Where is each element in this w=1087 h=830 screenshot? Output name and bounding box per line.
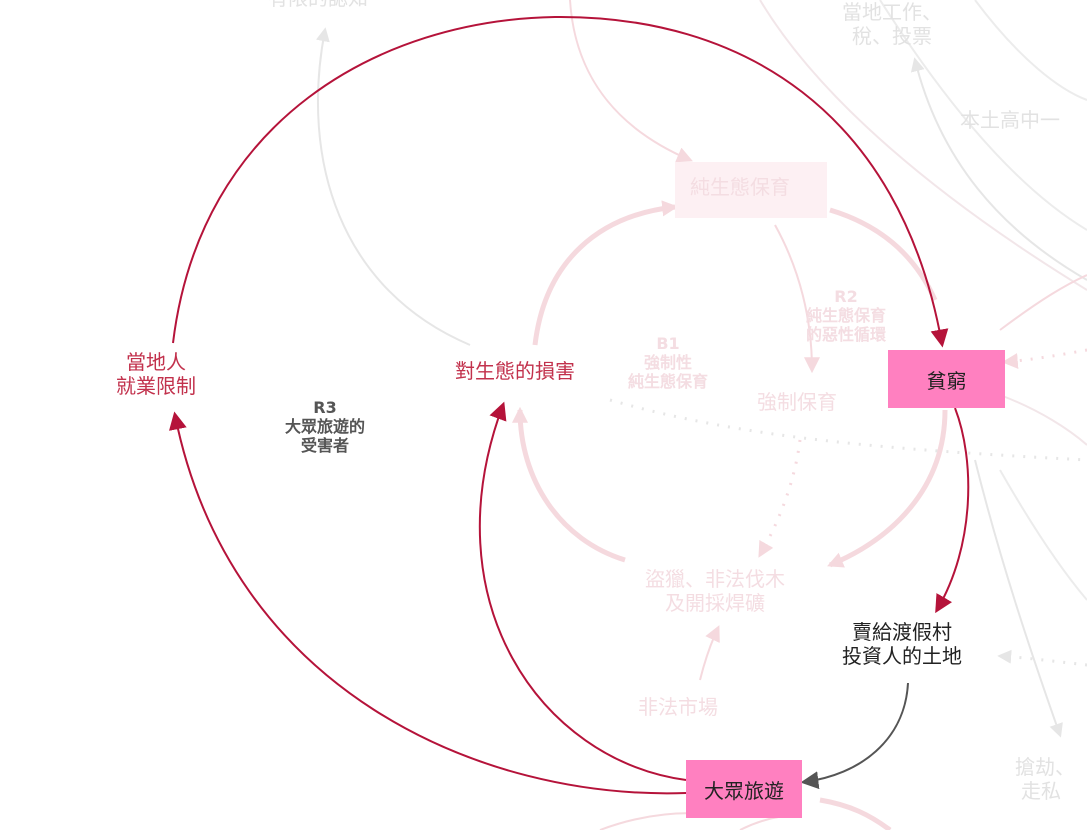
- local-high-school-label: 本土高中一: [960, 108, 1060, 132]
- faded-link-conservation-to-forced: [774, 224, 820, 374]
- forced-conservation-label: 強制保育: [757, 390, 837, 414]
- robbery-label: 搶劫、 走私: [1015, 755, 1075, 803]
- faded-link-top-right-3: [974, 0, 1087, 101]
- faded-link-damage-to-conservation: [532, 200, 679, 346]
- poaching-label: 盜獵、非法伐木 及開採焊礦: [645, 567, 785, 615]
- limited-awareness-label: 有限的認知: [268, 0, 368, 10]
- faded-link-top-right-1: [759, 0, 1087, 291]
- faded-link-to-robbery: [974, 459, 1063, 738]
- land-sale-node: 賣給渡假村 投資人的土地: [842, 620, 962, 668]
- faded-dotted-damage-right: [609, 398, 1087, 462]
- mass-tourism-box: [686, 760, 802, 818]
- mass-tourism-node: 大眾旅遊: [704, 778, 784, 803]
- eco-damage-node: 對生態的損害: [455, 359, 575, 383]
- faded-link-to-local-work: [910, 57, 1087, 281]
- faded-link-top-to-conservation: [569, 0, 693, 163]
- faded-dotted-forced-to-poaching: [758, 439, 802, 558]
- link-poverty-to-land-sale: [935, 407, 970, 614]
- local-work-label: 當地工作、 稅、投票: [842, 0, 942, 48]
- link-employment-to-poverty: [172, 15, 949, 348]
- poverty-node: 貧窮: [926, 368, 967, 393]
- link-tourism-to-eco-damage: [478, 401, 687, 781]
- faded-link-poaching-to-damage: [512, 406, 626, 563]
- faded-link-poverty-right: [999, 274, 1087, 331]
- link-tourism-to-employment: [169, 411, 687, 795]
- pure-conservation-box: [675, 162, 827, 218]
- illegal-market-label: 非法市場: [638, 695, 718, 719]
- faded-link-awareness: [316, 27, 471, 346]
- poverty-box: [888, 350, 1005, 408]
- faded-link-right-mid: [999, 469, 1087, 601]
- faded-dotted-right-to-land: [997, 649, 1087, 667]
- faded-link-market-to-poaching: [699, 625, 720, 681]
- loop-r2-label: R2 純生態保育 的惡性循環: [806, 287, 887, 345]
- link-land-sale-to-tourism: [800, 682, 909, 790]
- faded-link-poverty-to-poaching: [827, 409, 948, 568]
- loop-r3-label: R3 大眾旅遊的 受害者: [285, 398, 366, 456]
- main-links: [169, 15, 970, 795]
- local-employment-node: 當地人 就業限制: [116, 350, 196, 398]
- pure-conservation-label: 純生態保育: [690, 175, 790, 199]
- faded-link-top-right-2: [879, 0, 1087, 231]
- faded-dotted-right-to-poverty: [1001, 348, 1087, 369]
- faded-link-bottom-2: [819, 797, 892, 830]
- faded-link-poverty-lower-right: [999, 394, 1087, 446]
- loop-b1-label: B1 強制性 純生態保育: [628, 334, 709, 392]
